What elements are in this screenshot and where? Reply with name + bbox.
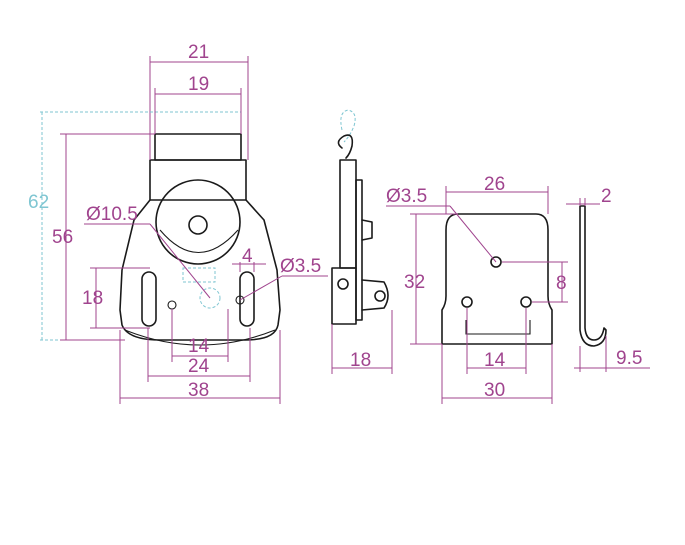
dim-roller-diameter: Ø10.5 (86, 204, 138, 225)
dim-keeper-hole-diameter: Ø3.5 (386, 186, 427, 207)
dim-slot-pitch: 14 (188, 336, 210, 357)
dim-slot-span: 24 (188, 356, 210, 377)
dim-side-depth: 18 (350, 350, 371, 371)
front-view-roller (155, 179, 241, 265)
dim-hook-width: 9.5 (616, 348, 642, 369)
keeper-tongue (465, 320, 531, 335)
front-view-bottom-lip (124, 329, 276, 346)
side-view-clamp (331, 267, 357, 325)
dim-height-reference: 62 (28, 192, 49, 213)
front-view-center-hole (199, 287, 221, 309)
side-view (331, 109, 389, 325)
dim-keeper-hole-offset: 8 (556, 273, 567, 294)
front-view-base-plate (119, 199, 281, 341)
side-view-dimensions: 18 (331, 310, 393, 374)
side-view-ear (361, 279, 389, 311)
dim-keeper-base-width: 30 (484, 380, 505, 401)
front-view-roller-arc (159, 229, 239, 253)
dim-height: 56 (52, 227, 73, 248)
front-view (119, 111, 281, 346)
side-view-plate (355, 179, 363, 321)
dim-base-width: 38 (188, 380, 209, 401)
dim-keeper-height: 32 (404, 272, 425, 293)
front-view-dimensions: 21 19 62 56 Ø10.5 18 4 Ø3.5 (28, 42, 328, 404)
front-view-small-hole-left (167, 300, 177, 310)
hook-view-dimensions: 2 9.5 (566, 186, 650, 372)
dim-width-overall: 21 (188, 42, 209, 63)
keeper-hole-right (520, 296, 532, 308)
dim-keeper-hole-pitch: 14 (484, 350, 506, 371)
keeper-top-hole (490, 256, 502, 268)
side-view-spring-arm (361, 219, 373, 241)
dim-width-inner: 19 (188, 74, 209, 95)
side-view-hook (337, 134, 354, 159)
front-view-top-tab (154, 133, 242, 161)
dim-hook-thickness: 2 (601, 186, 612, 207)
dim-keeper-width: 26 (484, 174, 505, 195)
side-view-clamp-hole (337, 278, 349, 290)
front-view-roller-pin (188, 215, 208, 235)
side-view-lever (339, 159, 357, 269)
hook-view (579, 205, 607, 347)
front-view-spring (182, 267, 216, 283)
keeper-view-dimensions: Ø3.5 26 32 8 14 30 (386, 174, 568, 404)
keeper-view (441, 213, 553, 345)
front-view-slot-left (141, 271, 157, 327)
dim-slot-width: 4 (242, 246, 253, 267)
front-view-slot-right (239, 271, 255, 327)
dim-slot-height: 18 (82, 288, 103, 309)
side-view-hook-hidden (340, 109, 356, 143)
hook-profile (579, 205, 607, 347)
front-view-hidden-top (154, 111, 242, 135)
side-view-ear-hole (374, 290, 386, 302)
keeper-hole-left (461, 296, 473, 308)
dim-hole-diameter: Ø3.5 (280, 256, 321, 277)
keeper-outline (441, 213, 553, 345)
